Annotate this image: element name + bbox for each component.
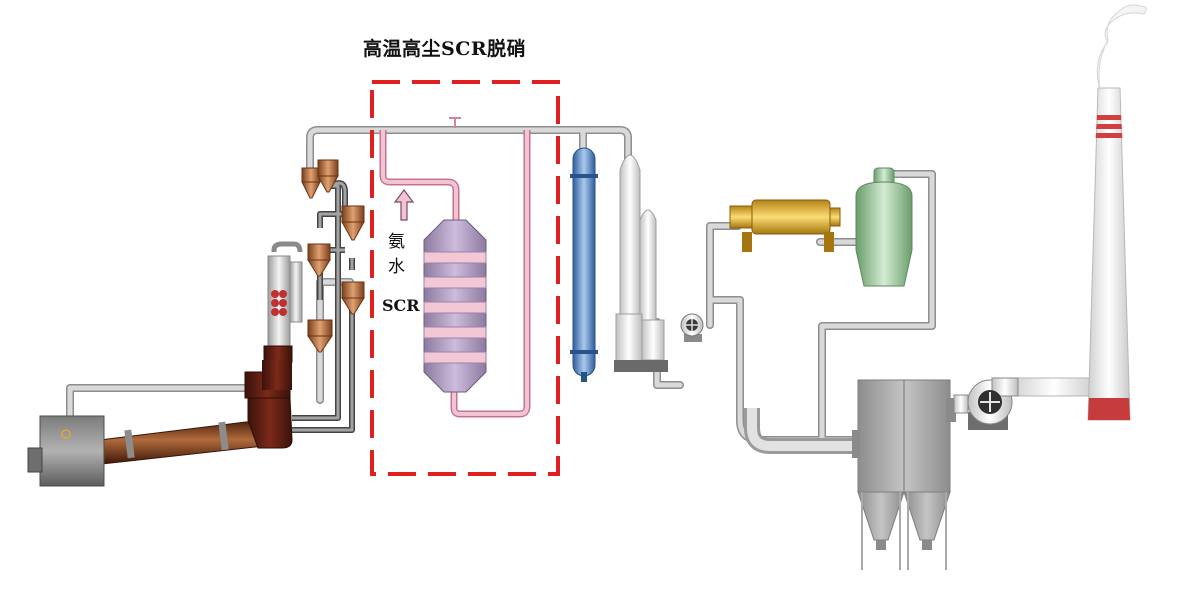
ammonia-label-char: 水: [388, 257, 405, 277]
ammonia-label: 氨 水: [388, 230, 405, 280]
cyclone-icon: [307, 319, 333, 353]
baghouse-dust-collector: [852, 379, 956, 570]
chimney-icon: [1087, 87, 1131, 421]
fan-icon: [953, 377, 1019, 430]
roots-blower: [729, 199, 841, 252]
scr-zone-title: 高温高尘SCR脱硝: [363, 38, 527, 60]
stack-inlet-duct: [1009, 377, 1099, 397]
scr-reactor-label: SCR: [382, 296, 420, 315]
filter-vessel: [855, 167, 913, 287]
cyclone-icon: [341, 205, 365, 241]
cyclone-icon: [307, 243, 331, 277]
cyclone-preheater-stage: [301, 159, 365, 353]
scr-zone-boundary: [370, 80, 560, 476]
ammonia-injection-pipe: [379, 130, 531, 418]
cyclone-icon: [301, 167, 321, 199]
gauge-icon: [61, 429, 71, 439]
heat-exchanger: [570, 147, 598, 382]
baghouse-inlet-duct: [744, 408, 860, 454]
burner-housing: [27, 415, 105, 487]
kiln-icon: [99, 397, 293, 465]
valve-icon: [449, 117, 461, 128]
conditioning-tower: [614, 154, 668, 372]
precalciner: [244, 241, 303, 399]
fan-icon: [680, 313, 704, 342]
cyclone-icon: [341, 281, 365, 315]
arrow-up-icon: [393, 189, 415, 221]
steam-plume-icon: [1096, 4, 1147, 91]
scr-reactor: [423, 219, 487, 393]
ammonia-label-char: 氨: [388, 232, 405, 252]
cyclone-icon: [317, 159, 339, 193]
